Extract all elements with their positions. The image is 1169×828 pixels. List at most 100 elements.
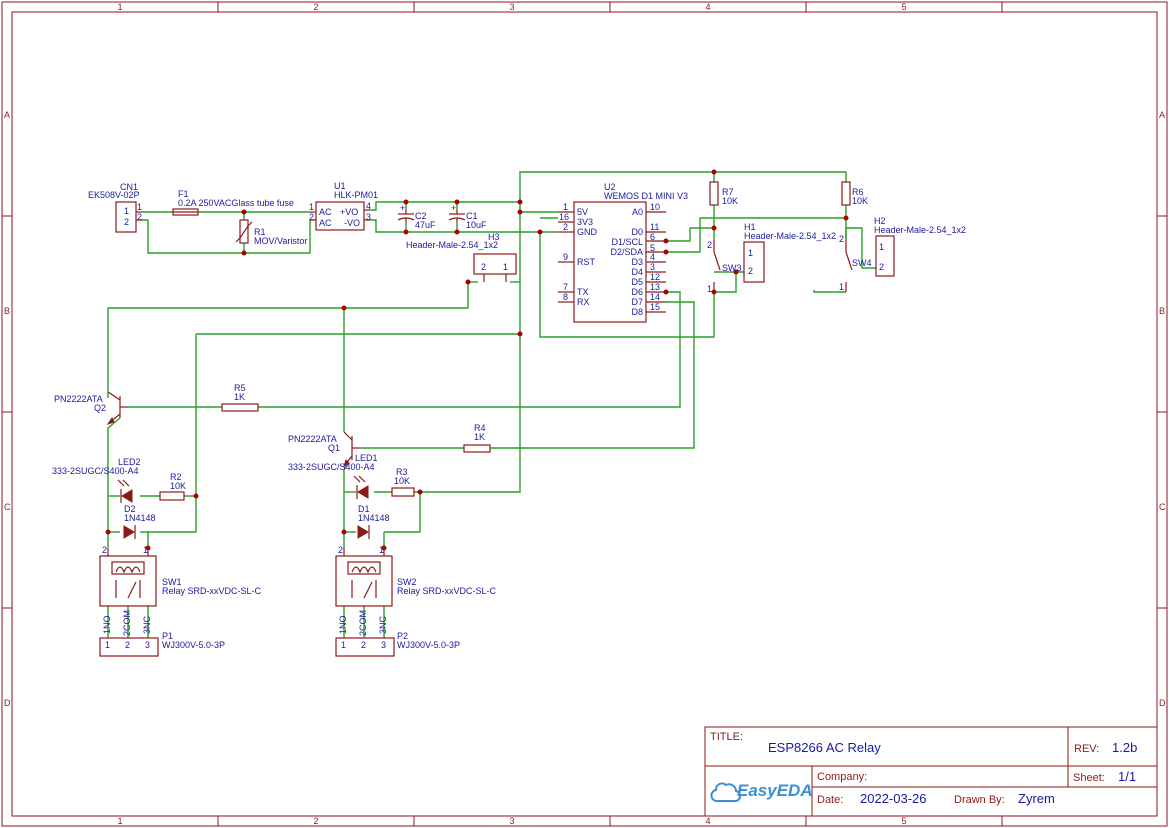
date-value: 2022-03-26 bbox=[860, 791, 927, 806]
ref-label: D2 bbox=[124, 504, 136, 514]
pin-number: 2 bbox=[361, 640, 366, 650]
pin-number: 2 bbox=[707, 240, 712, 250]
capacitor-c1: + C1 10uF bbox=[448, 203, 487, 230]
value-label: 0.2A 250VACGlass tube fuse bbox=[178, 198, 294, 208]
switch-sw4: 2 1 SW4 bbox=[839, 234, 872, 292]
led-led2: LED2 333-2SUGC/S400-A4 bbox=[52, 457, 141, 503]
connector-cn1: 1 2 1 2 CN1 EK508V-02P bbox=[88, 182, 142, 233]
value-label: 10K bbox=[852, 196, 868, 206]
pin-number: 2 bbox=[338, 545, 343, 555]
capacitor-c2: + C2 47uF bbox=[397, 203, 436, 230]
header-h3: 2 1 H3 Header-Male-2.54_1x2 bbox=[406, 232, 517, 282]
value-label: PN2222ATA bbox=[54, 394, 103, 404]
ref-label: H3 bbox=[488, 232, 500, 242]
module-u2: U2 WEMOS D1 MINI V3 1 16 2 9 7 8 5V 3V3 … bbox=[558, 182, 688, 323]
rev-label: REV: bbox=[1074, 743, 1099, 755]
ref-label: LED2 bbox=[118, 457, 141, 467]
header-h1: 1 2 H1 Header-Male-2.54_1x2 bbox=[743, 222, 836, 283]
resistor-r7: R7 10K bbox=[709, 181, 738, 206]
ref-label: R6 bbox=[852, 187, 864, 197]
pin-name: -VO bbox=[344, 218, 360, 228]
value-label: Header-Male-2.54_1x2 bbox=[744, 231, 836, 241]
title-block: TITLE: ESP8266 AC Relay REV: 1.2b Compan… bbox=[704, 726, 1158, 817]
row-label: C bbox=[4, 502, 11, 512]
pin-number: 2 bbox=[748, 266, 753, 276]
ref-label: C1 bbox=[466, 211, 478, 221]
pin-number: 3 bbox=[381, 640, 386, 650]
value-label: HLK-PM01 bbox=[334, 190, 378, 200]
col-label: 1 bbox=[117, 2, 122, 12]
value-label: EK508V-02P bbox=[88, 190, 140, 200]
pin-number: 3 bbox=[650, 262, 655, 272]
col-label: 5 bbox=[901, 816, 906, 826]
pin-name: RX bbox=[577, 297, 590, 307]
pin-name: AC bbox=[319, 218, 332, 228]
pin-number: 1 bbox=[341, 640, 346, 650]
pin-name: D0 bbox=[631, 227, 643, 237]
ref-label: SW1 bbox=[162, 577, 182, 587]
value-label: MOV/Varistor bbox=[254, 236, 307, 246]
cloud-icon bbox=[710, 782, 742, 803]
pin-number: 1 bbox=[748, 248, 753, 258]
value-label: 333-2SUGC/S400-A4 bbox=[288, 462, 375, 472]
value-label: 333-2SUGC/S400-A4 bbox=[52, 466, 139, 476]
pin-number: 2 bbox=[481, 262, 486, 272]
ref-label: CN1 bbox=[120, 182, 138, 192]
resistor-r5: R5 1K bbox=[221, 383, 259, 412]
pin-number: 5 bbox=[650, 243, 655, 253]
title-value: ESP8266 AC Relay bbox=[768, 740, 881, 755]
ref-label: R3 bbox=[396, 467, 408, 477]
pin-number: 1 bbox=[503, 262, 508, 272]
pin-name: +VO bbox=[340, 207, 358, 217]
ref-label: LED1 bbox=[355, 453, 378, 463]
sheet-value: 1/1 bbox=[1118, 769, 1136, 784]
drawn-by-label: Drawn By: bbox=[954, 794, 1005, 806]
resistor-r2: R2 10K bbox=[159, 472, 186, 501]
value-label: 1K bbox=[474, 432, 485, 442]
pin-name: D5 bbox=[631, 277, 643, 287]
column-labels-bottom: 1 2 3 4 5 bbox=[117, 816, 906, 826]
pin-number: 2 bbox=[563, 222, 568, 232]
pin-number: 6 bbox=[650, 232, 655, 242]
value-label: WEMOS D1 MINI V3 bbox=[604, 191, 688, 201]
diode-d1: D1 1N4148 bbox=[357, 504, 390, 539]
pin-name: D4 bbox=[631, 267, 643, 277]
drawn-by-value: Zyrem bbox=[1018, 791, 1055, 806]
pin-number: 11 bbox=[650, 222, 659, 232]
value-label: WJ300V-5.0-3P bbox=[397, 640, 460, 650]
pin-number: 3 bbox=[145, 640, 150, 650]
ref-label: R4 bbox=[474, 423, 486, 433]
pin-name: D8 bbox=[631, 307, 643, 317]
ref-label: SW3 bbox=[722, 263, 742, 273]
junctions bbox=[105, 169, 849, 551]
pin-name: AC bbox=[319, 207, 332, 217]
pin-number: 2 bbox=[839, 234, 844, 244]
value-label: 1K bbox=[234, 392, 245, 402]
ref-label: P1 bbox=[162, 631, 173, 641]
switch-sw3: 2 1 SW3 bbox=[707, 240, 742, 294]
pin-number: 12 bbox=[650, 272, 660, 282]
value-label: 1N4148 bbox=[124, 513, 156, 523]
col-label: 4 bbox=[705, 2, 710, 12]
resistor-r4: R4 1K bbox=[463, 423, 491, 453]
contact-label: 3NC bbox=[378, 615, 388, 634]
ref-label: H2 bbox=[874, 216, 886, 226]
row-labels-right: A B C D bbox=[1159, 110, 1166, 708]
value-label: 1N4148 bbox=[358, 513, 390, 523]
pin-name: 5V bbox=[577, 207, 588, 217]
col-label: 4 bbox=[705, 816, 710, 826]
col-label: 1 bbox=[117, 816, 122, 826]
pin-number: 13 bbox=[650, 282, 660, 292]
ref-label: R1 bbox=[254, 227, 266, 237]
pin-number: 1 bbox=[105, 640, 110, 650]
pin-name: D2/SDA bbox=[610, 247, 643, 257]
pin-number: 2 bbox=[879, 262, 884, 272]
ref-label: R5 bbox=[234, 383, 246, 393]
pin-number: 2 bbox=[125, 640, 130, 650]
pin-number: 1 bbox=[879, 242, 884, 252]
pin-name: TX bbox=[577, 287, 589, 297]
row-label: D bbox=[1159, 698, 1166, 708]
pin-number: 2 bbox=[137, 212, 142, 222]
pin-number: 14 bbox=[650, 292, 660, 302]
date-label: Date: bbox=[817, 794, 843, 806]
